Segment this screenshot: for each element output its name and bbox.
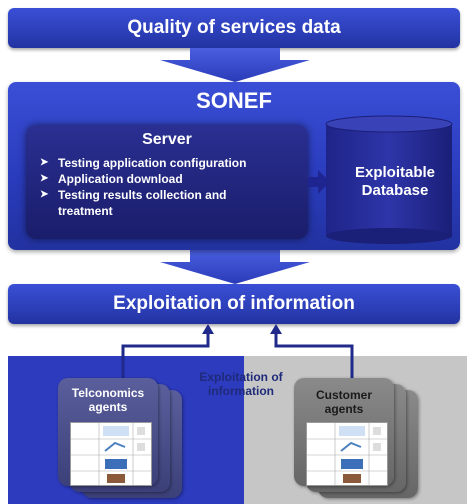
exploitation-of-information-label: Exploitation of information <box>199 370 283 398</box>
server-item: ➤Testing application configuration <box>40 156 247 170</box>
telconomics-card-front: Telconomics agents <box>58 378 158 486</box>
up-arrowhead-right-icon <box>270 324 282 334</box>
down-arrow-top <box>160 48 310 82</box>
server-item: ➤Testing results collection and <box>40 188 227 202</box>
server-item: ➤Application download <box>40 172 183 186</box>
telconomics-agents-label: Telconomics agents <box>71 386 145 414</box>
customer-agents-label: Customer agents <box>315 388 372 416</box>
server-item-continued: treatment <box>58 204 113 218</box>
database-icon <box>326 124 452 236</box>
quality-of-services-banner: Quality of services data <box>8 8 460 48</box>
sonef-panel: SONEF Server ➤Testing application config… <box>8 82 460 250</box>
sonef-title: SONEF <box>196 88 272 113</box>
server-title: Server <box>142 131 192 148</box>
down-arrow-middle <box>160 250 310 284</box>
server-box: Server ➤Testing application configuratio… <box>26 125 308 239</box>
up-arrowhead-left-icon <box>202 324 214 334</box>
database-bottom <box>326 228 452 244</box>
arrow-bullet-icon: ➤ <box>40 173 49 184</box>
arrow-bullet-icon: ➤ <box>40 189 49 200</box>
report-thumbnail-icon <box>70 422 152 486</box>
customer-card-front: Customer agents <box>294 378 394 486</box>
server-list: ➤Testing application configuration ➤Appl… <box>40 155 246 219</box>
report-thumbnail-icon <box>306 422 388 486</box>
exploitable-database-label: Exploitable Database <box>354 164 436 199</box>
exploitation-title: Exploitation of information <box>113 293 355 314</box>
database-top <box>325 115 453 133</box>
right-exchange-connector <box>274 332 354 384</box>
quality-of-services-title: Quality of services data <box>127 17 341 38</box>
arrow-bullet-icon: ➤ <box>40 157 49 168</box>
right-arrow-icon <box>308 170 330 194</box>
left-exchange-connector <box>121 332 210 384</box>
exploitation-banner: Exploitation of information <box>8 284 460 324</box>
database-graphic <box>308 115 453 244</box>
